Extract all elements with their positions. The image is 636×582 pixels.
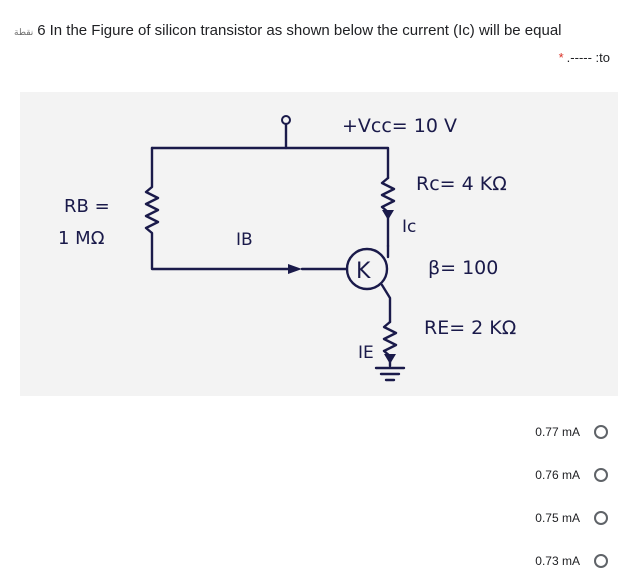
option-0-76[interactable]: 0.76 mA [388, 453, 608, 496]
ie-label: IE [358, 343, 374, 363]
ib-label: IB [236, 230, 253, 250]
emitter-lead [380, 283, 392, 324]
beta-label: β= 100 [428, 257, 498, 279]
radio-button[interactable] [594, 553, 608, 568]
required-line: *.----- :to [559, 50, 610, 65]
option-label: 0.73 mA [535, 553, 580, 568]
answer-options: 0.77 mA 0.76 mA 0.75 mA 0.73 mA [388, 410, 608, 582]
ic-arrow [382, 210, 394, 220]
circuit-figure: +Vcc= 10 V Rc= 4 KΩ Ic RB = 1 MΩ IB K β=… [20, 92, 618, 396]
rb-resistor [144, 146, 292, 271]
points-label: نقطة [14, 27, 34, 37]
re-label: RE= 2 KΩ [424, 317, 516, 339]
required-asterisk: * [558, 50, 564, 65]
question-text: In the Figure of silicon transistor as s… [49, 22, 562, 39]
rb-label-line1: RB = [64, 196, 110, 217]
question-suffix: .----- :to [566, 50, 610, 65]
question-number: 6 [37, 22, 46, 39]
option-label: 0.76 mA [535, 467, 580, 482]
ie-arrow [384, 354, 396, 364]
option-0-73[interactable]: 0.73 mA [388, 539, 608, 582]
ground-symbol [374, 366, 406, 382]
ic-label: Ic [402, 217, 416, 237]
question-header: نقطة 6 In the Figure of silicon transist… [14, 22, 614, 39]
top-wire [150, 146, 390, 180]
option-0-75[interactable]: 0.75 mA [388, 496, 608, 539]
ib-arrow [288, 264, 302, 274]
option-label: 0.77 mA [535, 424, 580, 439]
option-label: 0.75 mA [535, 510, 580, 525]
rc-label: Rc= 4 KΩ [416, 173, 507, 195]
option-0-77[interactable]: 0.77 mA [388, 410, 608, 453]
radio-button[interactable] [594, 424, 608, 439]
vcc-label: +Vcc= 10 V [342, 115, 457, 137]
transistor-letter: K [356, 259, 371, 284]
rb-label-line2: 1 MΩ [58, 228, 105, 249]
radio-button[interactable] [594, 467, 608, 482]
radio-button[interactable] [594, 510, 608, 525]
circuit-diagram: +Vcc= 10 V Rc= 4 KΩ Ic RB = 1 MΩ IB K β=… [58, 115, 516, 382]
